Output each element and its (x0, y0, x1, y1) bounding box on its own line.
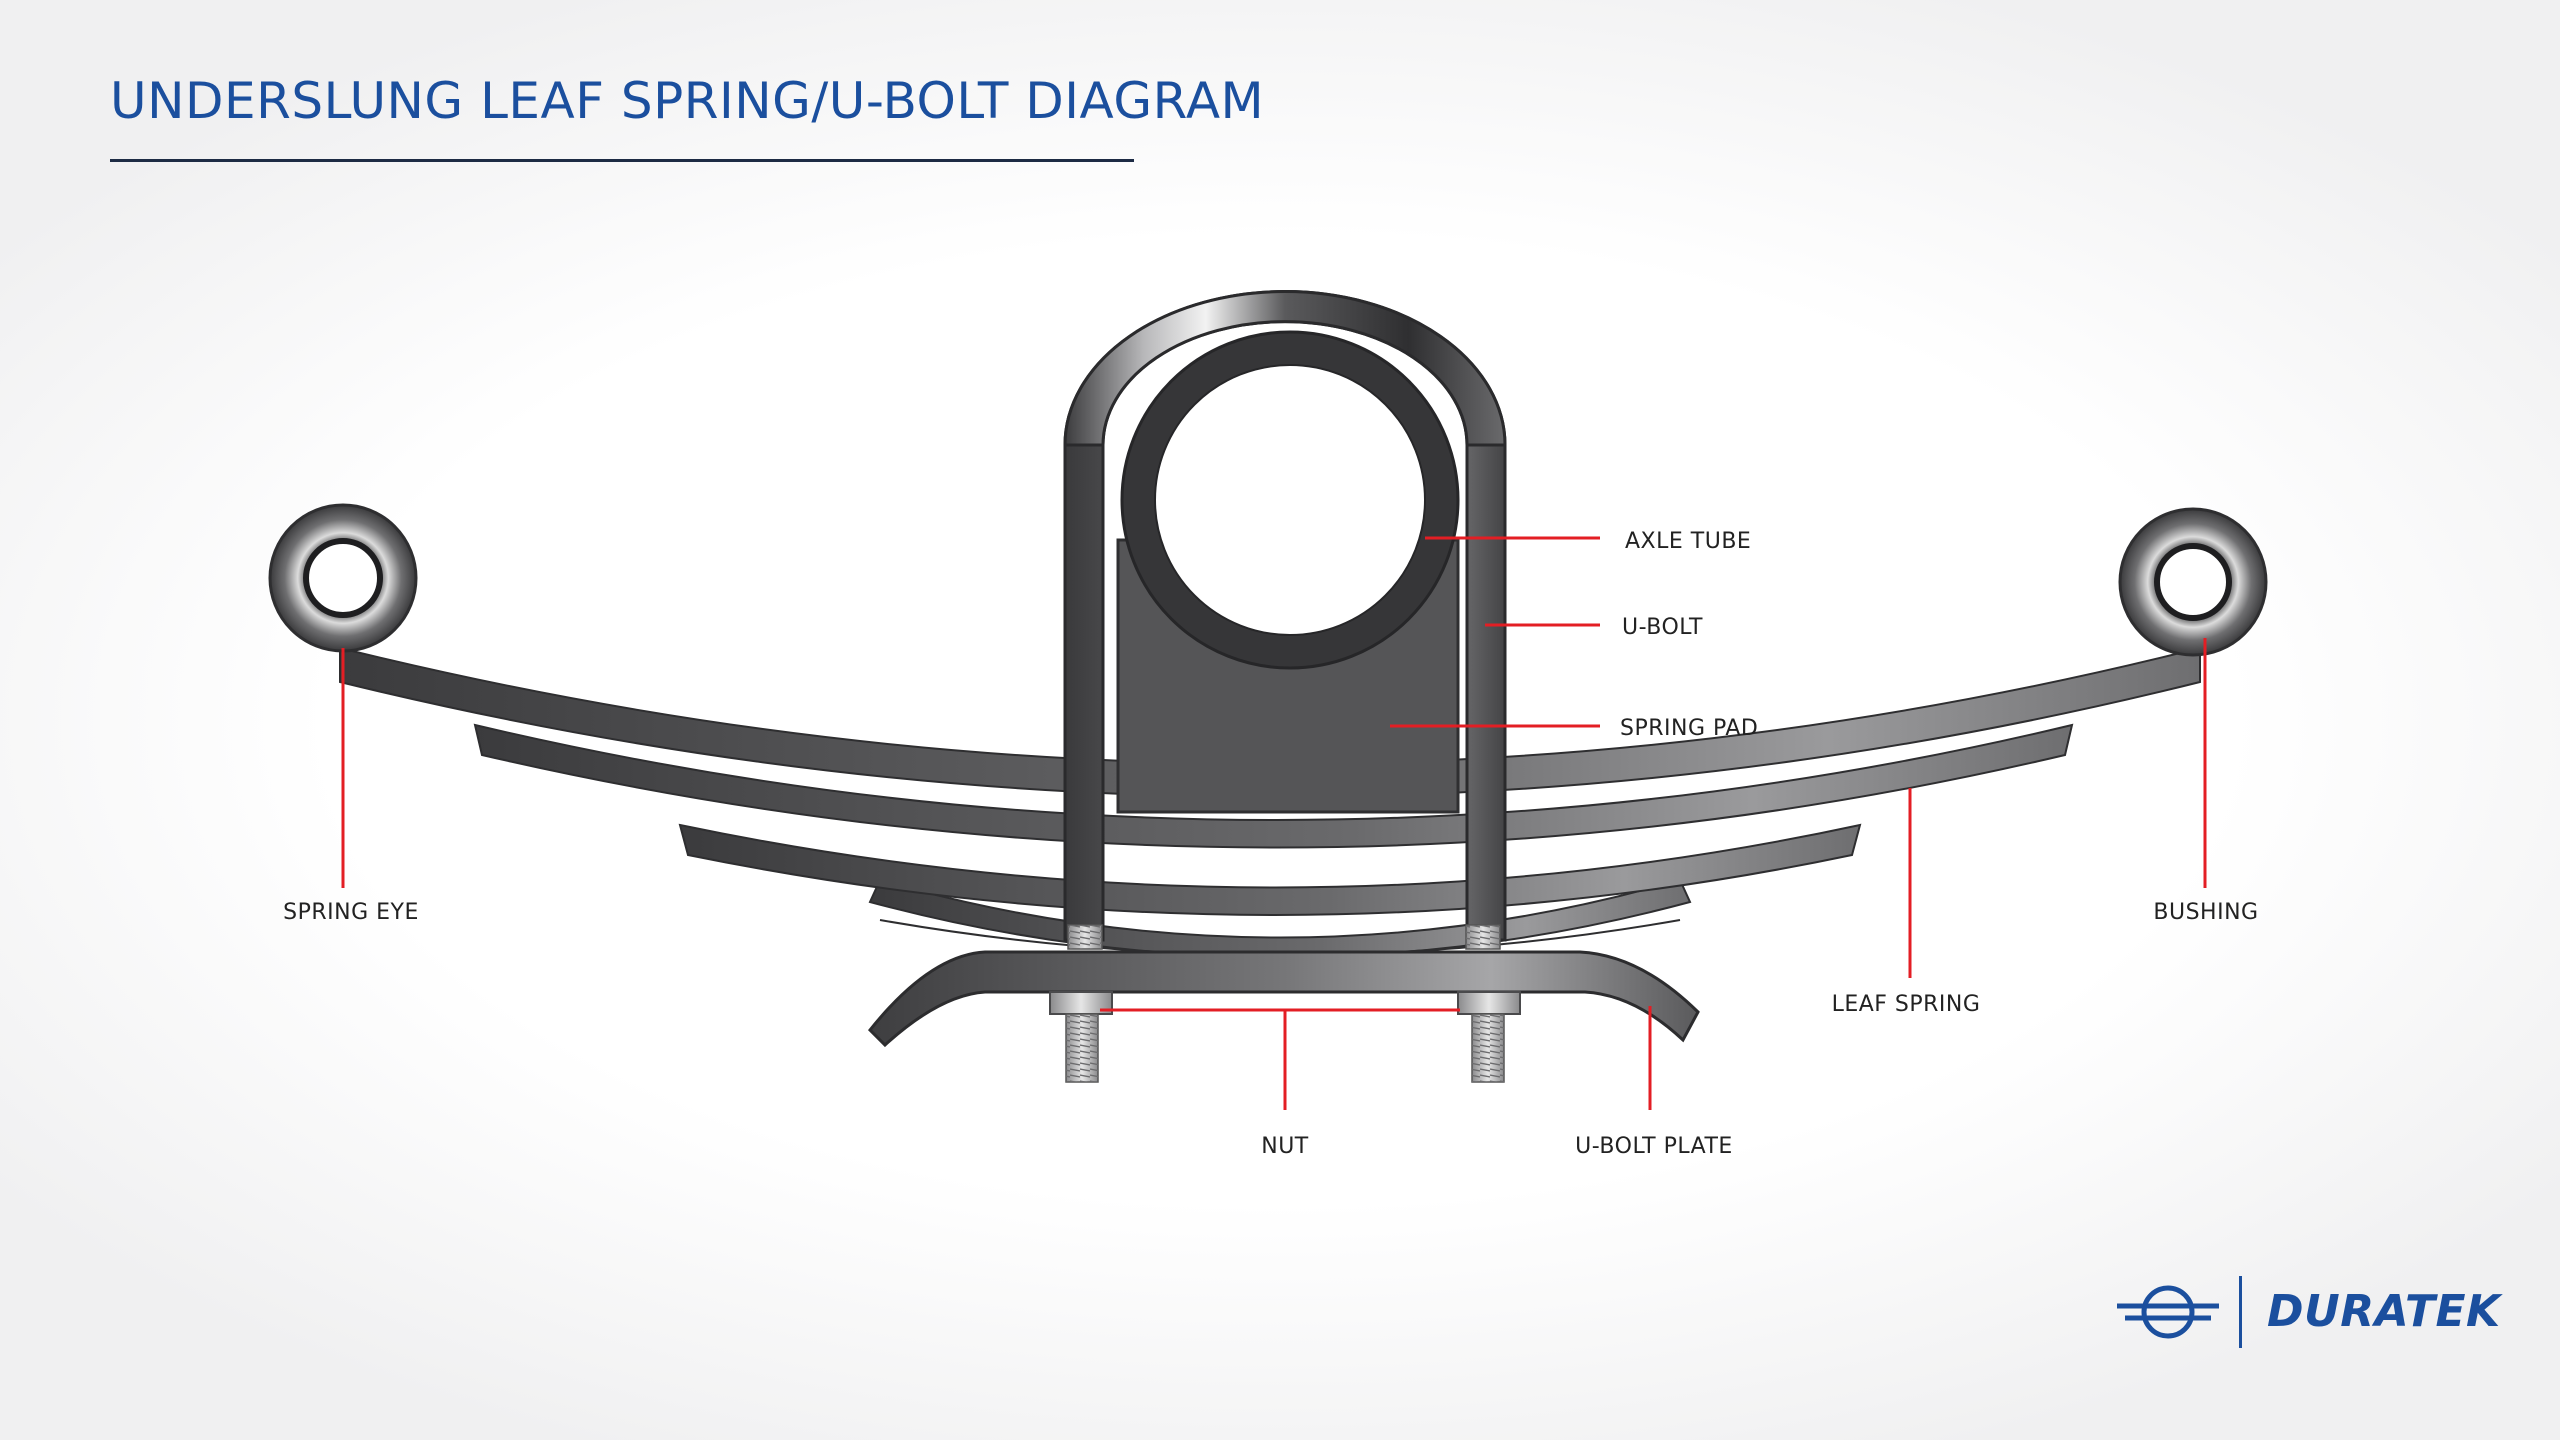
label-nut: NUT (1261, 1134, 1309, 1159)
label-bushing: BUSHING (2153, 900, 2258, 925)
title-underline (110, 159, 1134, 162)
logo-divider (2239, 1276, 2242, 1348)
spring-eye-right (2118, 507, 2268, 657)
spring-eye (268, 503, 418, 653)
duratek-logo-icon (2117, 1285, 2219, 1339)
label-u-bolt: U-BOLT (1622, 615, 1703, 640)
label-leaf-spring: LEAF SPRING (1832, 992, 1981, 1017)
duratek-logo: DURATEK (2115, 1272, 2500, 1352)
nut (1049, 924, 1521, 1083)
leader-lines (341, 536, 2207, 1110)
brand-name: DURATEK (2267, 1286, 2501, 1337)
label-spring-eye: SPRING EYE (283, 900, 419, 925)
label-spring-pad: SPRING PAD (1620, 716, 1758, 741)
label-axle-tube: AXLE TUBE (1625, 529, 1751, 554)
u-bolt (1063, 290, 1507, 942)
u-bolt-plate (867, 950, 1700, 1048)
label-u-bolt-plate: U-BOLT PLATE (1575, 1134, 1733, 1159)
page-title: UNDERSLUNG LEAF SPRING/U-BOLT DIAGRAM (110, 72, 1265, 130)
axle-tube (1120, 330, 1460, 670)
